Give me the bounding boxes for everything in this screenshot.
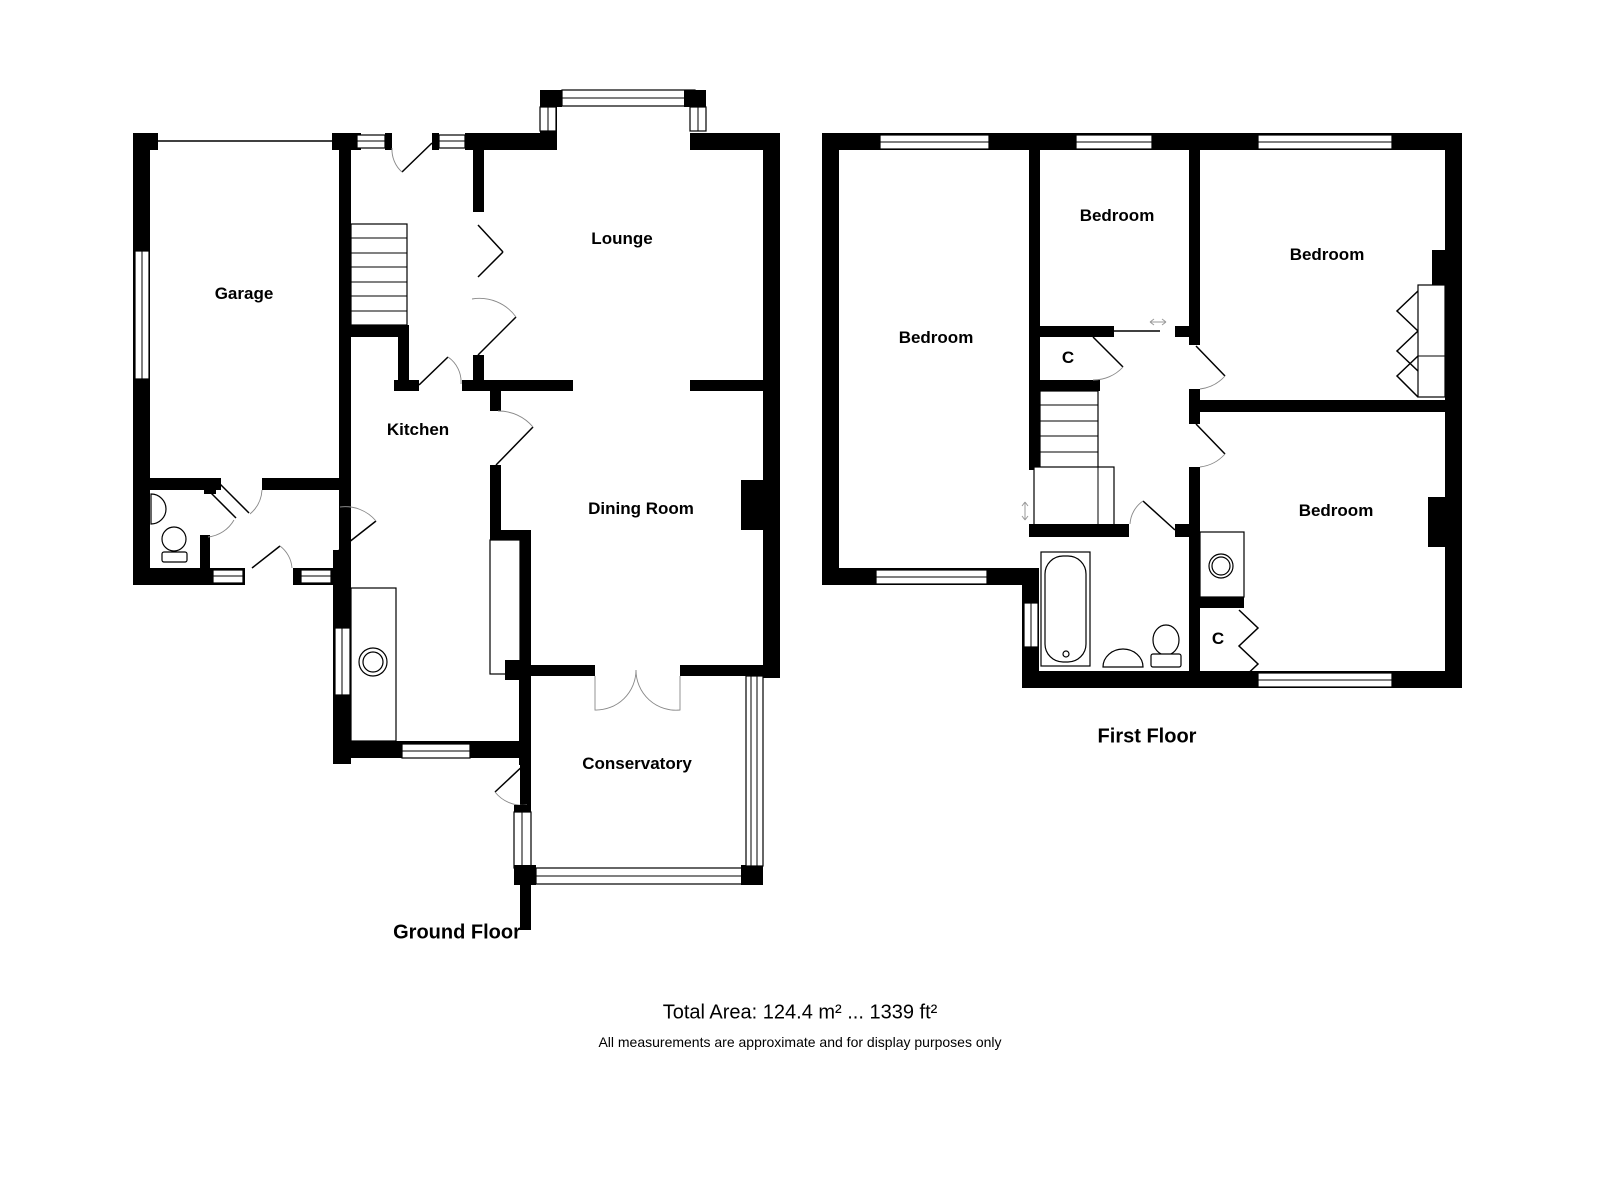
room-label-dining-room: Dining Room <box>588 499 694 518</box>
room-label-cupboard-landing: C <box>1061 348 1075 367</box>
room-label-bedroom-west: Bedroom <box>898 328 974 347</box>
kitchen-unit <box>489 539 521 675</box>
disclaimer: All measurements are approximate and for… <box>598 1034 1002 1050</box>
room-label-cupboard-bedroom: C <box>1211 629 1225 648</box>
ground-staircase <box>350 223 408 326</box>
first-floor-title: First Floor <box>1097 725 1197 748</box>
room-label-bedroom-southeast: Bedroom <box>1298 501 1374 520</box>
ground-floor-title: Ground Floor <box>393 921 521 944</box>
room-label-kitchen: Kitchen <box>386 420 450 439</box>
bath-basin-icon <box>1102 648 1144 668</box>
room-label-bedroom-northeast: Bedroom <box>1289 245 1365 264</box>
chimney-breast <box>741 480 763 530</box>
first-floor-plan <box>822 133 1462 688</box>
ground-floor-plan <box>133 89 780 930</box>
wc-basin-icon <box>150 493 167 525</box>
wc-toilet-icon <box>161 526 187 552</box>
room-label-conservatory: Conservatory <box>582 754 692 773</box>
room-label-garage: Garage <box>214 284 274 303</box>
room-label-lounge: Lounge <box>591 229 653 248</box>
east-wall <box>763 133 780 678</box>
total-area: Total Area: 124.4 m² ... 1339 ft² <box>662 1001 938 1024</box>
bath-toilet-icon <box>1152 624 1180 656</box>
room-label-bedroom-small: Bedroom <box>1079 206 1155 225</box>
